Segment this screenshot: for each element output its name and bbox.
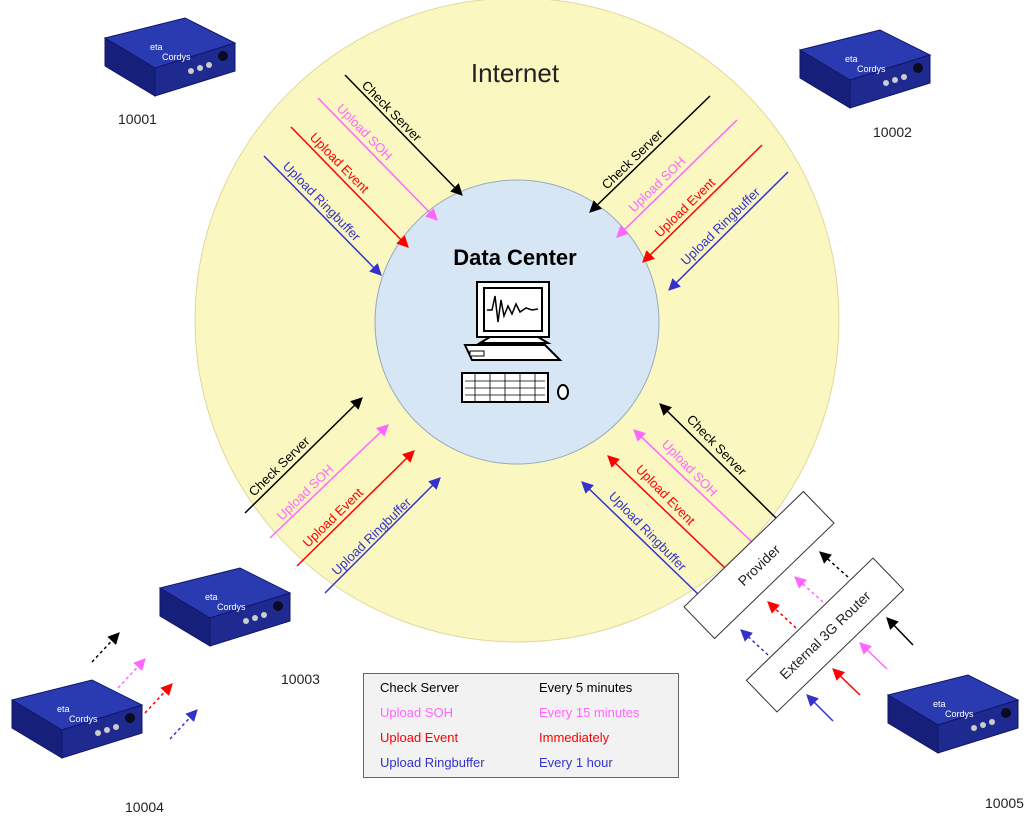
arrow-event-10004 (144, 683, 173, 714)
arrows-10003 (244, 397, 441, 594)
device-brand-label: eta (205, 592, 218, 602)
arrow-event-10001 (290, 126, 409, 248)
device-model-label: Cordys (945, 709, 974, 719)
station-label-10005: 10005 (985, 795, 1024, 811)
legend-interval: Immediately (539, 730, 610, 745)
arrow-check-10001 (344, 74, 463, 196)
arrow-ring-10001 (263, 155, 382, 276)
legend-label: Upload Ringbuffer (380, 755, 485, 770)
legend-interval: Every 15 minutes (539, 705, 640, 720)
arrow-check-10002 (589, 95, 711, 213)
station-label-10001: 10001 (118, 111, 157, 127)
device-model-label: Cordys (857, 64, 886, 74)
arrow-ring-router (740, 629, 769, 656)
internet-title: Internet (471, 58, 560, 88)
arrow-soh-10003 (269, 424, 389, 539)
arrow-soh-router (794, 576, 824, 603)
arrow-ring-10005 (581, 481, 701, 597)
arrow-ring-10004 (169, 709, 198, 740)
legend-row-soh: Upload SOH Every 15 minutes (364, 705, 678, 727)
device-brand-label: eta (845, 54, 858, 64)
router-label: External 3G Router (776, 587, 874, 682)
station-label-10003: 10003 (281, 671, 320, 687)
arrow-soh-station5 (859, 642, 888, 670)
legend-interval: Every 5 minutes (539, 680, 633, 695)
arrow-ring-10003 (324, 477, 441, 594)
arrow-soh-10004 (117, 658, 146, 689)
legend-row-check: Check Server Every 5 minutes (364, 680, 678, 702)
arrows-station-to-router (806, 617, 914, 722)
legend-box: Check Server Every 5 minutes Upload SOH … (363, 673, 679, 778)
arrows-10001 (263, 74, 463, 276)
data-center-title: Data Center (453, 245, 577, 270)
device-model-label: Cordys (69, 714, 98, 724)
arrow-event-10005 (607, 455, 726, 569)
arrow-ring-10002 (668, 171, 789, 291)
arrow-event-10003 (296, 450, 415, 567)
arrow-event-station5 (832, 668, 861, 696)
arrows-router-to-provider (740, 551, 849, 656)
legend-label: Upload Event (380, 730, 459, 745)
arrow-check-10004 (91, 632, 120, 663)
arrow-soh-10001 (317, 97, 438, 221)
legend-row-ring: Upload Ringbuffer Every 1 hour (364, 755, 678, 777)
arrow-check-10003 (244, 397, 363, 514)
device-brand-label: eta (150, 42, 163, 52)
station-label-10002: 10002 (873, 124, 912, 140)
arrow-check-10005 (659, 403, 777, 519)
arrows-10002 (589, 95, 789, 291)
device-brand-label: eta (933, 699, 946, 709)
computer-icon (461, 281, 569, 403)
arrows-10005 (581, 403, 777, 597)
arrow-soh-10005 (633, 429, 753, 543)
legend-interval: Every 1 hour (539, 755, 613, 770)
legend-label: Upload SOH (380, 705, 453, 720)
legend-label: Check Server (380, 680, 459, 695)
arrow-event-10002 (642, 144, 763, 263)
arrow-check-router (819, 551, 849, 578)
arrows-10004 (91, 632, 198, 740)
arrow-check-station5 (886, 617, 914, 646)
device-model-label: Cordys (217, 602, 246, 612)
arrow-ring-station5 (806, 694, 834, 722)
arrow-soh-10002 (616, 119, 738, 238)
legend-row-event: Upload Event Immediately (364, 730, 678, 752)
device-model-label: Cordys (162, 52, 191, 62)
station-label-10004: 10004 (125, 799, 164, 815)
arrow-event-router (767, 601, 797, 629)
device-brand-label: eta (57, 704, 70, 714)
